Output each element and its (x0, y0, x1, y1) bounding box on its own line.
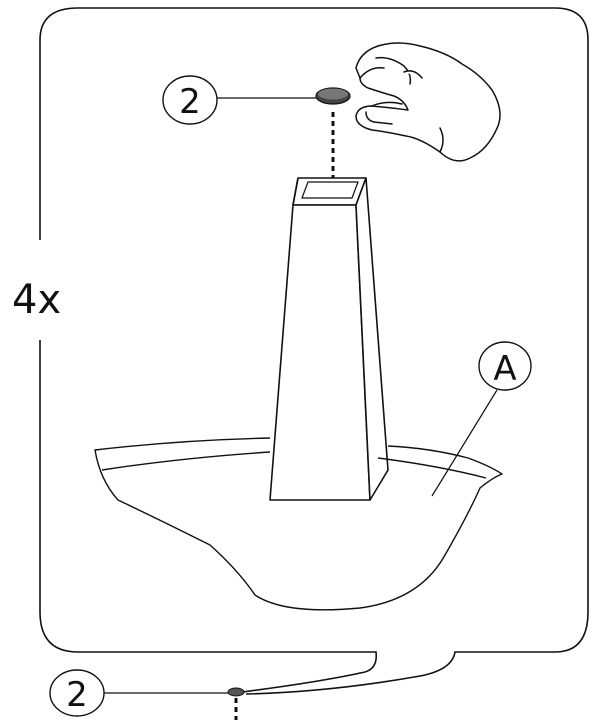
leader-line-a (431, 389, 498, 497)
panel-outline (39, 7, 589, 695)
surface-illustration (94, 437, 503, 611)
leg-illustration (269, 177, 389, 501)
felt-pad-bottom (227, 687, 245, 697)
callout-label-bottom: 2 (66, 675, 88, 715)
callout-label-top: 2 (179, 82, 201, 122)
callout-circle-top (162, 75, 218, 125)
hand-illustration (355, 42, 501, 162)
callout-label-a: A (493, 349, 516, 389)
callout-circle-a (478, 341, 532, 391)
quantity-label: 4x (12, 277, 61, 323)
felt-pad-top-face (318, 88, 348, 100)
